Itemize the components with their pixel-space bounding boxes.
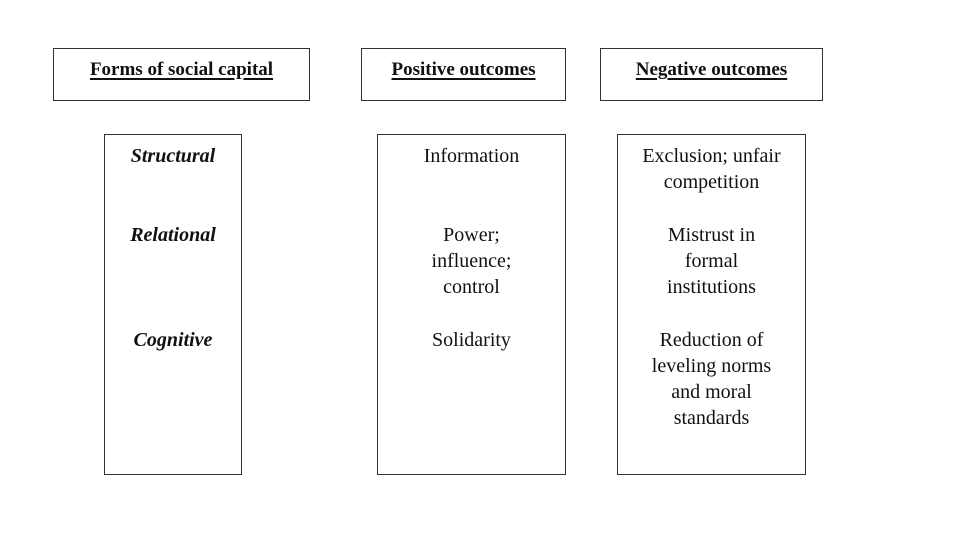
positive-solidarity: Solidarity bbox=[432, 329, 511, 351]
forms-header-box: Forms of social capital bbox=[53, 48, 310, 101]
negative-mistrust: Mistrust in formal institutions bbox=[667, 224, 756, 298]
form-relational: Relational bbox=[130, 224, 216, 246]
positive-information: Information bbox=[423, 145, 520, 167]
positive-column-box: Information Power; influence; control So… bbox=[377, 134, 566, 475]
positive-header-box: Positive outcomes bbox=[361, 48, 566, 101]
negative-column-box: Exclusion; unfair competition Mistrust i… bbox=[617, 134, 806, 475]
forms-column-box: Structural Relational Cognitive bbox=[104, 134, 242, 475]
negative-header-box: Negative outcomes bbox=[600, 48, 823, 101]
negative-exclusion: Exclusion; unfair competition bbox=[642, 145, 781, 193]
positive-header-label: Positive outcomes bbox=[391, 59, 536, 80]
form-structural: Structural bbox=[130, 145, 216, 167]
form-cognitive: Cognitive bbox=[133, 329, 213, 351]
forms-header-label: Forms of social capital bbox=[89, 59, 274, 80]
positive-power: Power; influence; control bbox=[431, 224, 512, 298]
negative-reduction: Reduction of leveling norms and moral st… bbox=[651, 329, 772, 429]
negative-header-label: Negative outcomes bbox=[635, 59, 788, 80]
